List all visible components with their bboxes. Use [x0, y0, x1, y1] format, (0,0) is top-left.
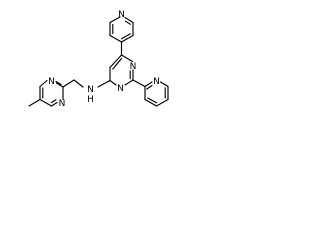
atom-label-pyridin2yl-n: N: [153, 77, 160, 87]
bond: [147, 97, 158, 104]
bond: [55, 82, 64, 88]
atom-label-pyrimidine-n-right: N: [130, 62, 137, 72]
atom-label-amine-n: N: [87, 85, 94, 95]
bond: [109, 16, 121, 24]
bond: [39, 98, 53, 107]
bond: [120, 54, 134, 63]
bond: [50, 99, 57, 104]
bond: [144, 98, 158, 107]
atom-label-methylpyrimidine-n-lower: N: [59, 99, 66, 109]
atom-label-pyridyl-top-n: N: [118, 10, 125, 20]
bond: [155, 98, 169, 107]
bond: [55, 80, 62, 86]
atom-label-pyrimidine-n-left: N: [117, 84, 124, 94]
bond: [50, 101, 58, 107]
bond: [120, 33, 131, 40]
chemical-structure-diagram: N N N N N H N N: [28, 10, 169, 109]
bond: [62, 79, 75, 88]
bond: [120, 34, 134, 43]
bond: [39, 79, 48, 88]
bond: [124, 20, 131, 25]
atom-label-methylpyrimidine-n-upper: N: [48, 77, 55, 87]
bond: [144, 81, 153, 88]
bond: [132, 79, 146, 88]
bond: [109, 34, 123, 43]
bond: [109, 54, 123, 69]
bond: [28, 98, 41, 107]
bond: [97, 79, 111, 88]
atom-labels: N N N N N H N N: [48, 10, 160, 109]
bond: [124, 79, 134, 86]
bond: [124, 16, 134, 24]
bond: [159, 81, 169, 88]
bond: [109, 79, 117, 86]
bonds: [28, 16, 169, 107]
bond: [146, 84, 153, 90]
atom-label-amine-h: H: [87, 95, 94, 105]
bond: [73, 79, 84, 88]
bond: [112, 57, 123, 70]
